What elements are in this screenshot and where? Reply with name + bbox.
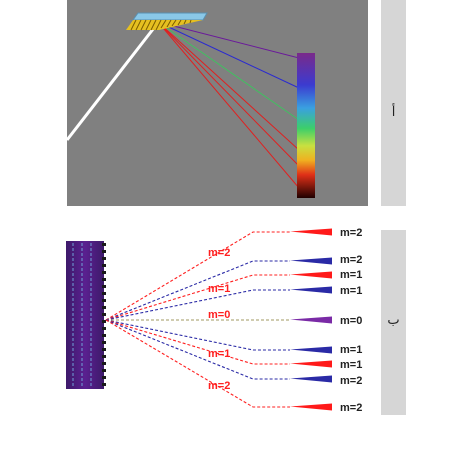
order-label-m2-a: m=2 — [340, 227, 362, 239]
ray-m2-upper-red — [105, 231, 290, 321]
ray-red-2 — [157, 21, 300, 167]
order-wedges — [290, 228, 332, 411]
panel-a-background — [67, 0, 368, 206]
wedge-m0-purple — [290, 316, 332, 324]
panel-b-tab — [381, 230, 406, 415]
ray-label-m1-lower: m=1 — [208, 348, 230, 360]
order-label-m2-b: m=2 — [340, 254, 362, 266]
order-label-m1-c: m=1 — [340, 344, 362, 356]
ray-m1-upper-red — [105, 274, 290, 321]
ray-label-m2-upper: m=2 — [208, 247, 230, 259]
ray-green — [157, 21, 300, 121]
ray-m1-lower-blue — [105, 319, 290, 351]
ray-m1-upper-blue — [105, 289, 290, 321]
panel-a-label: أ — [391, 105, 396, 120]
wedge-m1-upper-red — [290, 271, 332, 279]
transmission-grating — [66, 241, 106, 389]
ray-m2-upper-blue — [105, 260, 290, 321]
order-label-m1-d: m=1 — [340, 359, 362, 371]
ray-label-m2-lower: m=2 — [208, 380, 230, 392]
wedge-m1-lower-blue — [290, 346, 332, 354]
wedge-m1-upper-blue — [290, 286, 332, 294]
reflection-grating — [126, 12, 208, 31]
panel-a-tab — [381, 0, 406, 206]
order-label-m2-d: m=2 — [340, 402, 362, 414]
order-label-m2-c: m=2 — [340, 375, 362, 387]
panel-b: m=2 m=1 m=0 m=1 m=2 m=2 m=2 m=1 m=1 m=0 … — [66, 227, 362, 414]
order-rays — [105, 231, 290, 408]
ray-m1-lower-red — [105, 319, 290, 365]
ray-m2-lower-red — [105, 319, 290, 408]
wedge-m2-lower-red — [290, 403, 332, 411]
order-labels: m=2 m=2 m=1 m=1 m=0 m=1 m=1 m=2 m=2 — [340, 227, 362, 414]
panel-b-label: ب — [387, 313, 400, 328]
ray-red-1 — [157, 21, 300, 151]
ray-m2-lower-blue — [105, 319, 290, 380]
wedge-m2-upper-red — [290, 228, 332, 236]
wedge-m2-upper-blue — [290, 257, 332, 265]
wedge-m1-lower-red — [290, 360, 332, 368]
ray-label-m1-upper: m=1 — [208, 283, 230, 295]
wedge-m2-lower-blue — [290, 375, 332, 383]
ray-order-labels: m=2 m=1 m=0 m=1 m=2 — [208, 247, 230, 392]
ray-blue — [157, 21, 300, 89]
incident-white-beam — [65, 23, 159, 141]
order-label-m1-a: m=1 — [340, 269, 362, 281]
ray-red-3 — [157, 21, 300, 189]
diffracted-rays — [157, 21, 300, 189]
order-label-m1-b: m=1 — [340, 285, 362, 297]
order-label-m0: m=0 — [340, 315, 362, 327]
ray-label-m0: m=0 — [208, 309, 230, 321]
ray-violet — [157, 21, 300, 59]
panel-a — [65, 0, 368, 206]
spectrum-screen — [297, 53, 315, 198]
